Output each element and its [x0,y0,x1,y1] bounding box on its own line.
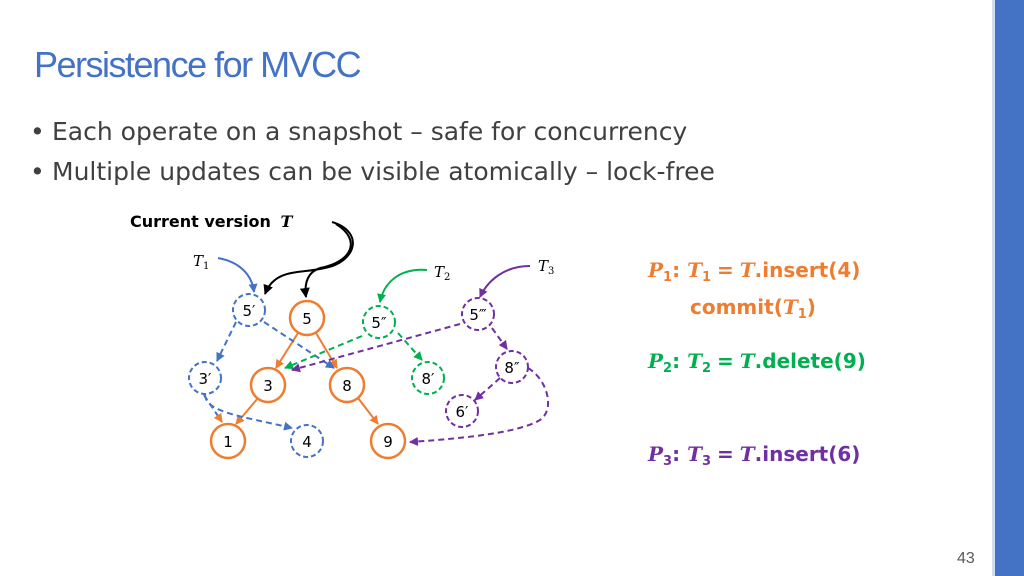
t1-pointer-arrow [217,257,258,293]
slide-title: Persistence for MVCC [34,44,362,85]
bullet-item: •Multiple updates can be visible atomica… [30,154,715,194]
svg-text:5: 5 [302,310,312,328]
svg-text:3: 3 [263,377,273,395]
t1-tree-nodes: 5′ 3′ 4 [188,293,324,458]
svg-text:4: 4 [302,433,312,451]
bullet-dot-icon: • [30,157,45,186]
op-p2-delete: P2: T2=T.delete(9) [647,349,866,376]
node-8-double-prime: 8″ [495,350,529,384]
current-version-arrows [263,221,354,298]
node-3: 3 [249,366,287,404]
bullet-list: •Each operate on a snapshot – safe for c… [30,114,715,194]
bullet-text: Multiple updates can be visible atomical… [52,157,715,186]
bullet-dot-icon: • [30,117,45,146]
node-8: 8 [328,366,366,404]
svg-text:8″: 8″ [504,359,520,377]
t2-label: T2 [434,263,450,283]
svg-text:5′: 5′ [243,302,257,320]
op-p1-insert: P1: T1=T.insert(4) [647,258,860,285]
node-5: 5 [288,299,326,337]
page-number: 43 [957,550,975,567]
node-1: 1 [209,422,247,460]
svg-text:8: 8 [342,377,352,395]
slide-right-accent-bar [995,0,1024,576]
node-8-prime: 8′ [411,361,445,395]
t3-tree-edges [291,323,549,446]
bullet-text: Each operate on a snapshot – safe for co… [52,117,688,146]
t3-label: T3 [538,257,554,277]
t2-tree-nodes: 5″ 8′ [362,305,445,395]
op-p1-commit: commit(T1) [690,295,816,322]
current-version-label: Current version T [130,212,294,231]
svg-text:8′: 8′ [422,370,436,388]
t2-pointer-arrow [377,268,428,303]
svg-text:5‴: 5‴ [469,306,487,324]
svg-text:1: 1 [223,433,233,451]
svg-text:3′: 3′ [199,370,213,388]
svg-text:9: 9 [383,433,393,451]
t3-pointer-arrow [479,265,531,298]
svg-text:5″: 5″ [371,314,387,332]
original-tree-nodes: 5 3 8 1 9 [209,299,407,460]
node-3-prime: 3′ [188,361,222,395]
node-5-double-prime: 5″ [362,305,396,339]
svg-text:6′: 6′ [456,403,470,421]
t1-label: T1 [193,252,209,272]
node-5-triple-prime: 5‴ [461,297,495,331]
node-4: 4 [290,424,324,458]
operations-panel: P1: T1=T.insert(4) commit(T1) P2: T2=T.d… [647,258,866,469]
bullet-item: •Each operate on a snapshot – safe for c… [30,114,715,154]
node-9: 9 [369,422,407,460]
node-5-prime: 5′ [232,293,266,327]
t2-tree-edges [284,332,423,370]
t3-tree-nodes: 5‴ 8″ 6′ [445,297,529,428]
node-6-prime: 6′ [445,394,479,428]
t1-tree-edges [203,321,335,431]
slide-right-edge-line [992,0,995,576]
op-p3-insert: P3: T3=T.insert(6) [647,442,860,469]
